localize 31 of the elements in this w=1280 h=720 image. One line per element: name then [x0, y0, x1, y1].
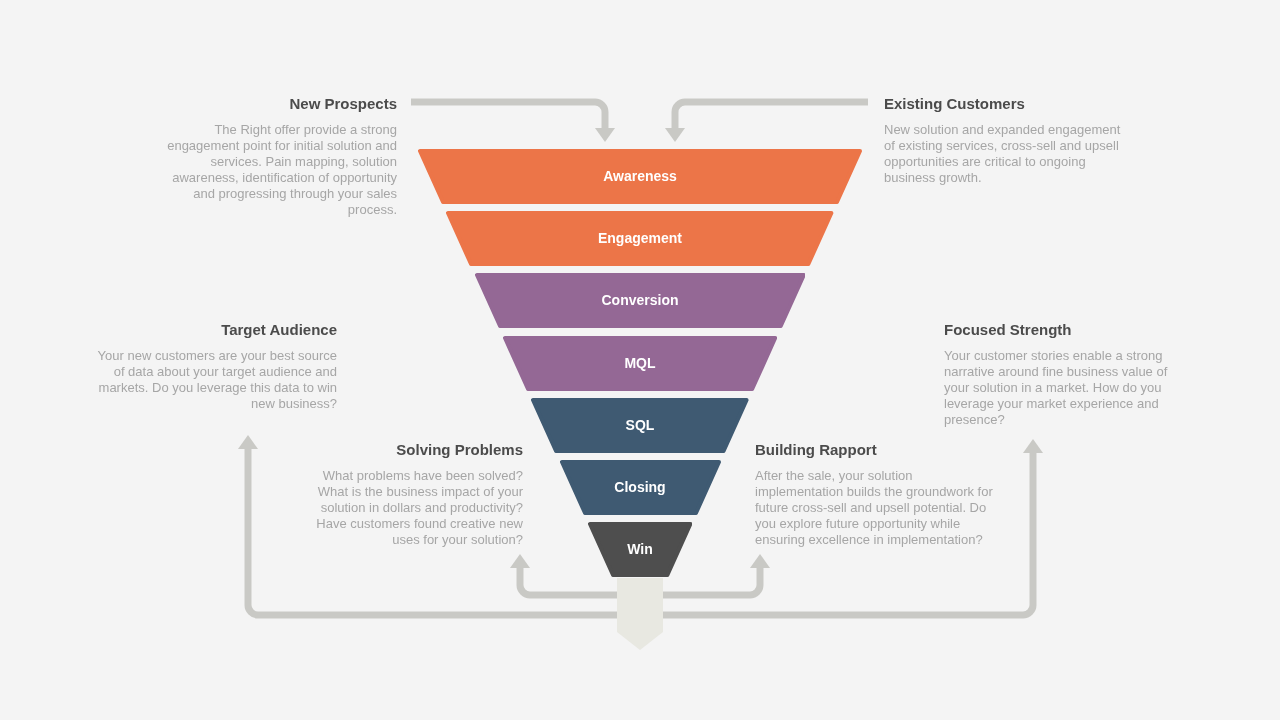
down-arrow [617, 578, 663, 650]
stage-label: Engagement [598, 230, 682, 248]
arrow [238, 435, 617, 619]
funnel-stage [418, 149, 862, 204]
stage-label: Awareness [603, 168, 677, 185]
arrow [510, 554, 617, 599]
funnel-stage [502, 335, 778, 391]
heading: New Prospects [289, 95, 397, 113]
funnel-stage [587, 522, 693, 578]
description: The Right offer provide a strong engagement point for initial solution and services. Pain mapping, solution awareness, identification of opportunity and progressing through your sales process. [166, 122, 397, 218]
stage-label: SQL [625, 416, 655, 434]
funnel-stage [559, 460, 721, 515]
funnel-stage [531, 397, 749, 453]
description: After the sale, your solution implementation builds the groundwork for future cross-sell and upsell potential. Do you explore future opportunity while ensuring excellence in implementation? [755, 468, 994, 548]
arrow [663, 554, 770, 599]
heading: Focused Strength [944, 321, 1072, 339]
heading: Solving Problems [396, 441, 523, 459]
description: Your new customers are your best source of data about your target audience and markets. Do you leverage this data to win new business? [96, 348, 337, 412]
description: New solution and expanded engagement of existing services, cross-sell and upsell opportunities are critical to ongoing business growth. [884, 122, 1122, 186]
funnel-stage [474, 273, 806, 329]
funnel-stage [446, 211, 834, 267]
description: What problems have been solved? What is the business impact of your solution in dollars and productivity? Have customers found creative new uses for your solution? [315, 468, 523, 548]
heading: Existing Customers [884, 95, 1025, 113]
stage-label: Closing [614, 479, 666, 496]
stage-label: MQL [624, 354, 656, 372]
description: Your customer stories enable a strong narrative around fine business value of your solution in a market. How do you leverage your market experience and presence? [944, 348, 1169, 428]
arrow [663, 439, 1043, 619]
heading: Target Audience [221, 321, 337, 339]
heading: Building Rapport [755, 441, 877, 459]
stage-label: Win [627, 541, 653, 559]
stage-label: Conversion [601, 292, 679, 310]
